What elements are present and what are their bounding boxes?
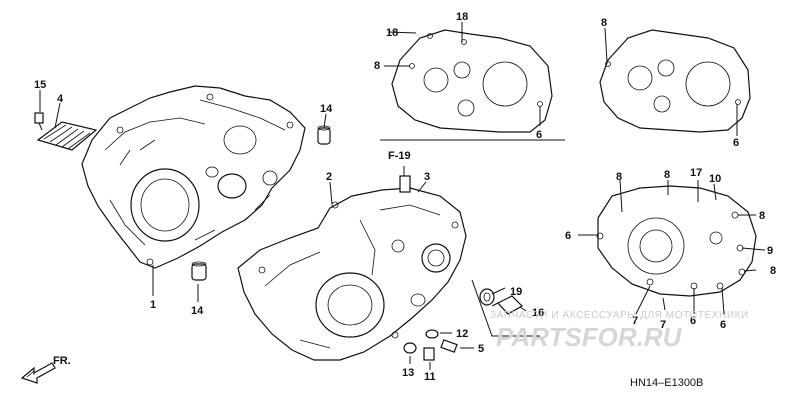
crankcase-gasket-1 (391, 29, 553, 133)
label-1: 1 (150, 299, 156, 311)
washer-12 (425, 329, 439, 339)
label-8-gasket1: 8 (374, 60, 380, 72)
label-19: 19 (510, 286, 522, 298)
label-6-cover-b: 6 (690, 315, 696, 327)
dowel-pin-upper (317, 125, 331, 145)
watermark-tagline: ЗАПЧАСТИ И АКСЕССУАРЫ ДЛЯ МОТОТЕХНИКИ (490, 310, 749, 321)
part-labels: 15 4 14 14 1 2 3 F-19 18 18 8 6 8 6 8 8 … (34, 11, 776, 383)
diagram-code: HN14–E1300B (630, 377, 703, 389)
label-13: 13 (402, 367, 414, 379)
label-18-left: 18 (386, 27, 398, 39)
label-7-a: 7 (632, 315, 638, 327)
front-direction-label: FR. (53, 355, 71, 367)
watermark: ЗАПЧАСТИ И АКСЕССУАРЫ ДЛЯ МОТОТЕХНИКИ PA… (490, 310, 749, 352)
leader-lines (39, 22, 766, 370)
bracket-line-16 (471, 279, 540, 337)
label-14-upper: 14 (320, 103, 333, 115)
label-16: 16 (532, 307, 544, 319)
label-8-cover-b: 8 (664, 169, 670, 181)
right-crankcase-half (237, 175, 467, 361)
oil-strainer-screen (36, 121, 98, 151)
washer-13 (403, 342, 417, 354)
label-17: 17 (690, 167, 702, 179)
oil-seal-19 (479, 288, 495, 306)
label-8-gasket2: 8 (601, 17, 607, 29)
front-direction-arrow: FR. (20, 355, 71, 384)
label-12: 12 (456, 328, 468, 340)
label-6-gasket2: 6 (733, 137, 739, 149)
fitting-16 (491, 295, 523, 315)
label-14-lower: 14 (191, 305, 204, 317)
crankcase-gasket-2 (599, 29, 751, 133)
label-3: 3 (424, 171, 430, 183)
crankcase-cover (596, 185, 757, 297)
label-6-cover-a: 6 (565, 230, 571, 242)
label-7-b: 7 (660, 319, 666, 331)
left-crankcase-half (81, 85, 306, 269)
bolt-5 (440, 339, 458, 353)
watermark-brand: PARTSFOR.RU (496, 322, 683, 352)
label-15: 15 (34, 79, 46, 91)
label-f19: F-19 (388, 150, 411, 162)
dowel-pin-lower (191, 261, 207, 281)
label-5: 5 (478, 343, 484, 355)
label-9: 9 (767, 245, 773, 257)
label-8-cover-d: 8 (770, 265, 776, 277)
label-6-gasket1: 6 (536, 129, 542, 141)
label-8-cover-a: 8 (616, 171, 622, 183)
label-4: 4 (57, 93, 64, 105)
label-10: 10 (709, 173, 721, 185)
label-11: 11 (424, 371, 436, 383)
label-18-top: 18 (456, 11, 468, 23)
label-2: 2 (326, 171, 332, 183)
label-6-cover-c: 6 (720, 319, 726, 331)
label-8-cover-c: 8 (759, 210, 765, 222)
plug-11 (423, 347, 435, 361)
bolt-15 (34, 112, 44, 131)
